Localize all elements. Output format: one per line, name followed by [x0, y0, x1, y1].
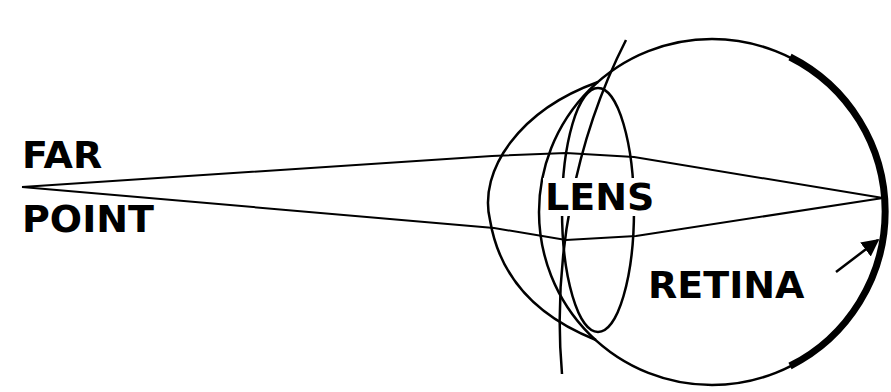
eyeball-outline: [539, 39, 885, 385]
leader-arrow: [836, 240, 878, 272]
lens-label: LENS: [543, 178, 656, 216]
light-ray: [22, 153, 883, 198]
retina-arc: [790, 57, 885, 366]
retina-label: RETINA: [648, 266, 805, 304]
far-point-label: FAR POINT: [22, 124, 172, 252]
